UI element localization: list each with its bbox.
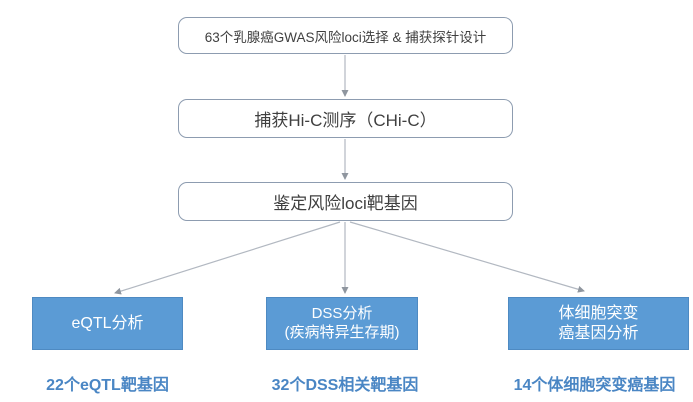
flow-box-identify-target-genes-label: 鉴定风险loci靶基因 (273, 194, 418, 213)
branch-box-dss-analysis-line2: (疾病特异生存期) (284, 323, 400, 341)
flow-box-gwas-loci-selection: 63个乳腺癌GWAS风险loci选择 & 捕获探针设计 (178, 17, 513, 54)
branch-box-eqtl-analysis: eQTL分析 (32, 297, 183, 350)
flow-box-capture-hic-label: 捕获Hi-C测序（CHi-C） (254, 111, 437, 130)
branch-box-dss-analysis-line1: DSS分析 (311, 304, 373, 322)
result-label-dss-target-genes: 32个DSS相关靶基因 (266, 372, 424, 394)
result-label-eqtl-target-genes: 22个eQTL靶基因 (17, 372, 198, 394)
result-label-dss-target-genes-text: 32个DSS相关靶基因 (271, 377, 419, 394)
branch-box-somatic-mutation-analysis: 体细胞突变 癌基因分析 (508, 297, 689, 350)
result-label-eqtl-target-genes-text: 22个eQTL靶基因 (46, 377, 169, 394)
branch-box-somatic-mutation-line1: 体细胞突变 (558, 304, 639, 322)
flow-box-gwas-loci-selection-label: 63个乳腺癌GWAS风险loci选择 & 捕获探针设计 (204, 29, 487, 45)
branch-box-dss-analysis: DSS分析 (疾病特异生存期) (266, 297, 418, 350)
arrow-step3-to-eqtl (114, 221, 341, 295)
arrow-step3-to-somatic (349, 221, 585, 293)
branch-box-somatic-mutation-line2: 癌基因分析 (558, 324, 639, 342)
result-label-somatic-mutation-genes: 14个体细胞突变癌基因 (500, 372, 689, 394)
flow-box-capture-hic: 捕获Hi-C测序（CHi-C） (178, 99, 513, 138)
result-label-somatic-mutation-genes-text: 14个体细胞突变癌基因 (513, 377, 676, 394)
branch-box-eqtl-analysis-label: eQTL分析 (71, 314, 144, 332)
flow-box-identify-target-genes: 鉴定风险loci靶基因 (178, 182, 513, 221)
